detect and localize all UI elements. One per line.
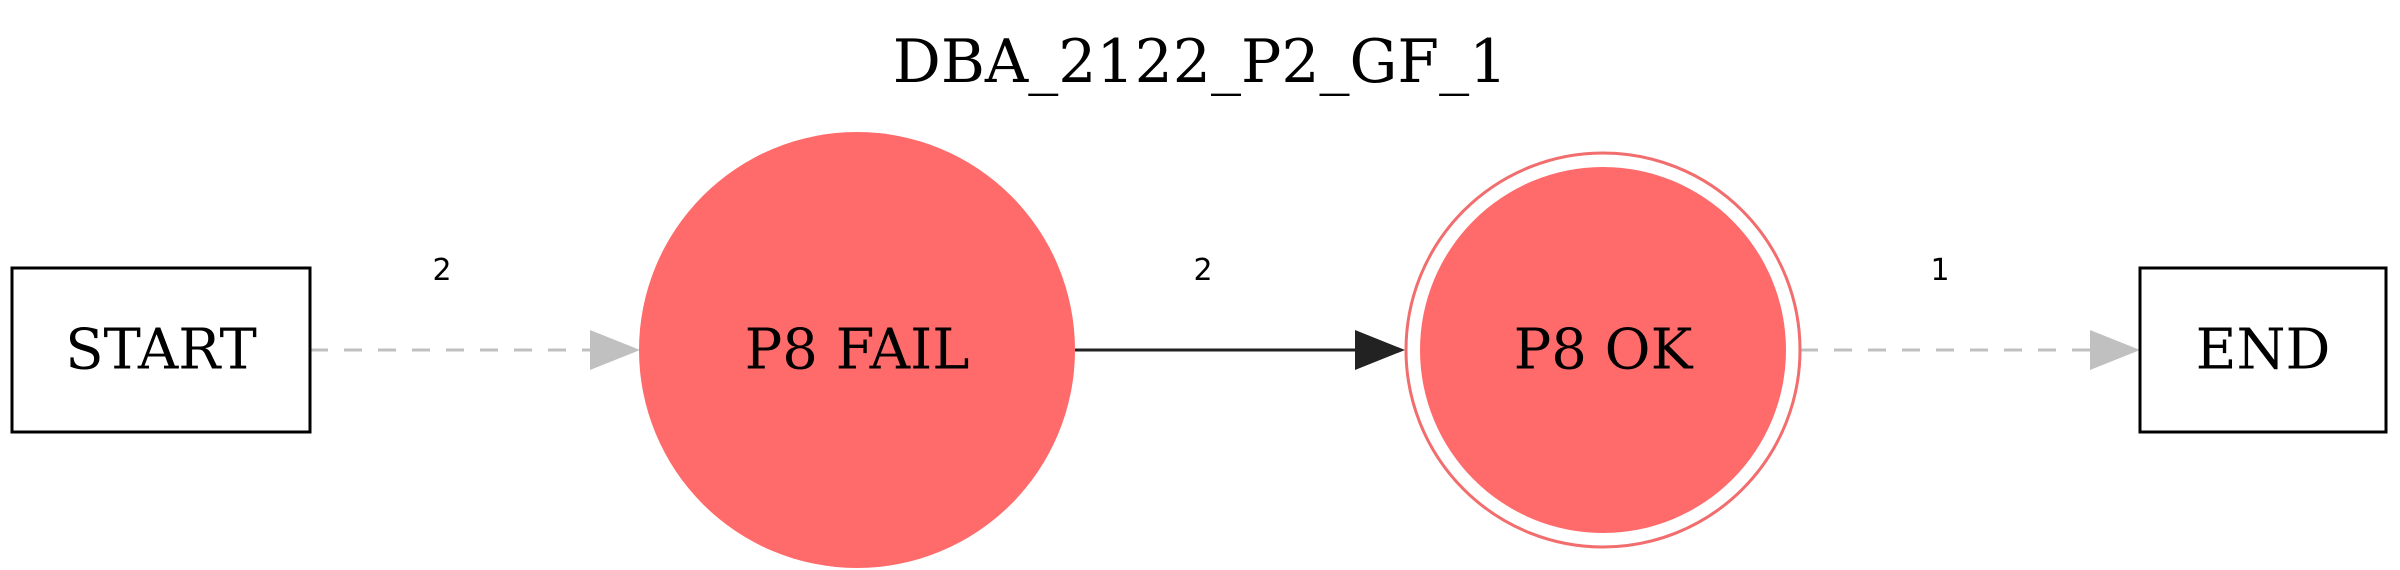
node-end[interactable]: END <box>2138 266 2388 434</box>
node-p8-fail[interactable]: P8 FAIL <box>639 132 1075 568</box>
edge-fail-to-ok-arrowhead <box>1355 330 1405 370</box>
node-p8-ok-label: P8 OK <box>1514 318 1694 383</box>
diagram-title: DBA_2122_P2_GF_1 <box>893 27 1508 97</box>
edge-fail-to-ok: 2 <box>1075 253 1405 370</box>
node-p8-fail-circle <box>639 132 1075 568</box>
edge-ok-to-end-label: 1 <box>1930 253 1949 288</box>
edge-ok-to-end-arrowhead <box>2090 330 2140 370</box>
node-p8-ok-outer-ring <box>1404 151 1802 549</box>
edge-fail-to-ok-label: 2 <box>1193 253 1212 288</box>
edge-start-to-fail-arrowhead <box>590 330 640 370</box>
edge-start-to-fail: 2 <box>310 253 640 370</box>
edge-ok-to-end: 1 <box>1800 253 2140 370</box>
edge-start-to-fail-label: 2 <box>432 253 451 288</box>
node-p8-ok[interactable]: P8 OK <box>1404 151 1802 549</box>
node-start-box <box>10 266 312 434</box>
node-p8-fail-label: P8 FAIL <box>745 318 970 383</box>
node-start-label: START <box>65 318 257 383</box>
node-end-box <box>2138 266 2388 434</box>
node-end-label: END <box>2196 318 2331 383</box>
node-start[interactable]: START <box>10 266 312 434</box>
node-p8-ok-circle <box>1420 167 1786 533</box>
